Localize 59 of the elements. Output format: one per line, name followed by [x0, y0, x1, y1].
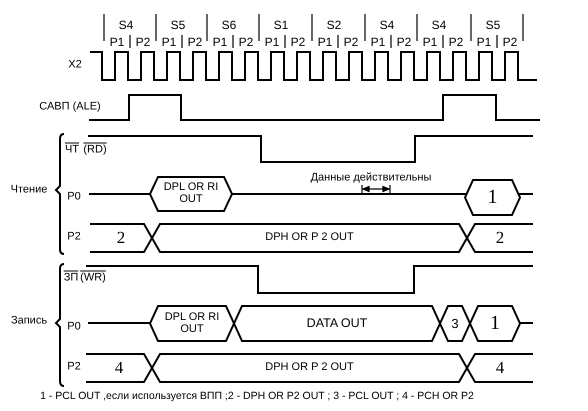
- phase-label: P1: [264, 36, 280, 48]
- signal-label: ЧТ: [64, 144, 80, 156]
- bus-value: 1: [490, 313, 500, 334]
- bus-value: DPH OR P 2 OUT: [265, 232, 354, 244]
- bus-value: 1: [488, 187, 498, 208]
- state-label: S4: [380, 19, 394, 31]
- phase-label: P2: [448, 36, 464, 48]
- bus-value: 4: [114, 359, 124, 377]
- phase-label: P2: [136, 36, 150, 48]
- signal-label: (RD): [83, 144, 107, 156]
- phase-label: P1: [110, 36, 124, 48]
- bus-value: DATA OUT: [306, 316, 368, 330]
- signal-label: ЗП: [64, 272, 78, 284]
- footnote: 1 - PCL OUT ,если используется ВПП ;2 - DPH OR P2 OUT ; 3 - PCL OUT ; 4 - PCH OR P2: [40, 390, 474, 402]
- signal-label: Данные действительны: [310, 172, 432, 184]
- phase-label: P2: [238, 36, 254, 48]
- signal-label: X2: [68, 60, 82, 70]
- signal-label: P0: [67, 192, 81, 202]
- bus-segment: [467, 354, 533, 382]
- bus-segment: [440, 306, 470, 341]
- signal-label: P2: [67, 362, 81, 372]
- bus-segment: [465, 180, 520, 215]
- bus-segment: [90, 224, 152, 252]
- phase-label: P1: [212, 36, 228, 48]
- state-label: S1: [274, 19, 288, 31]
- state-label: S5: [486, 19, 500, 31]
- signal-label: САВП (ALE): [39, 102, 101, 112]
- bus-value: DPL OR RI OUT: [164, 312, 220, 336]
- phase-label: P2: [188, 36, 202, 48]
- bus-segment: [150, 306, 234, 341]
- phase-label: P2: [290, 36, 306, 48]
- phase-label: P1: [422, 36, 438, 48]
- state-label: S6: [222, 19, 236, 31]
- phase-label: P1: [476, 36, 492, 48]
- bus-value: 4: [496, 359, 504, 377]
- phase-label: P1: [370, 36, 386, 48]
- phase-label: P1: [162, 36, 176, 48]
- signal-label: Чтение: [10, 184, 48, 196]
- bus-segment: [86, 354, 152, 382]
- bus-segment: [467, 224, 533, 252]
- bus-value: 3: [451, 316, 459, 330]
- bus-value: 2: [116, 229, 126, 247]
- signal-label: P0: [67, 322, 81, 332]
- bus-value: 2: [496, 229, 504, 247]
- state-label: S4: [118, 19, 134, 31]
- phase-label: P2: [502, 36, 518, 48]
- phase-label: P2: [396, 36, 412, 48]
- bus-value: DPH OR P 2 OUT: [265, 362, 354, 374]
- state-label: S4: [432, 19, 446, 31]
- state-label: S5: [170, 19, 186, 31]
- signal-label: P2: [67, 232, 81, 242]
- signal-label: Запись: [10, 316, 48, 326]
- phase-label: P1: [318, 36, 332, 48]
- state-label: S2: [326, 19, 342, 31]
- bus-value: DPL OR RI OUT: [162, 182, 220, 206]
- bus-segment: [150, 177, 232, 211]
- bus-segment: [470, 306, 520, 341]
- phase-label: P2: [344, 36, 358, 48]
- signal-label: (WR): [80, 272, 106, 284]
